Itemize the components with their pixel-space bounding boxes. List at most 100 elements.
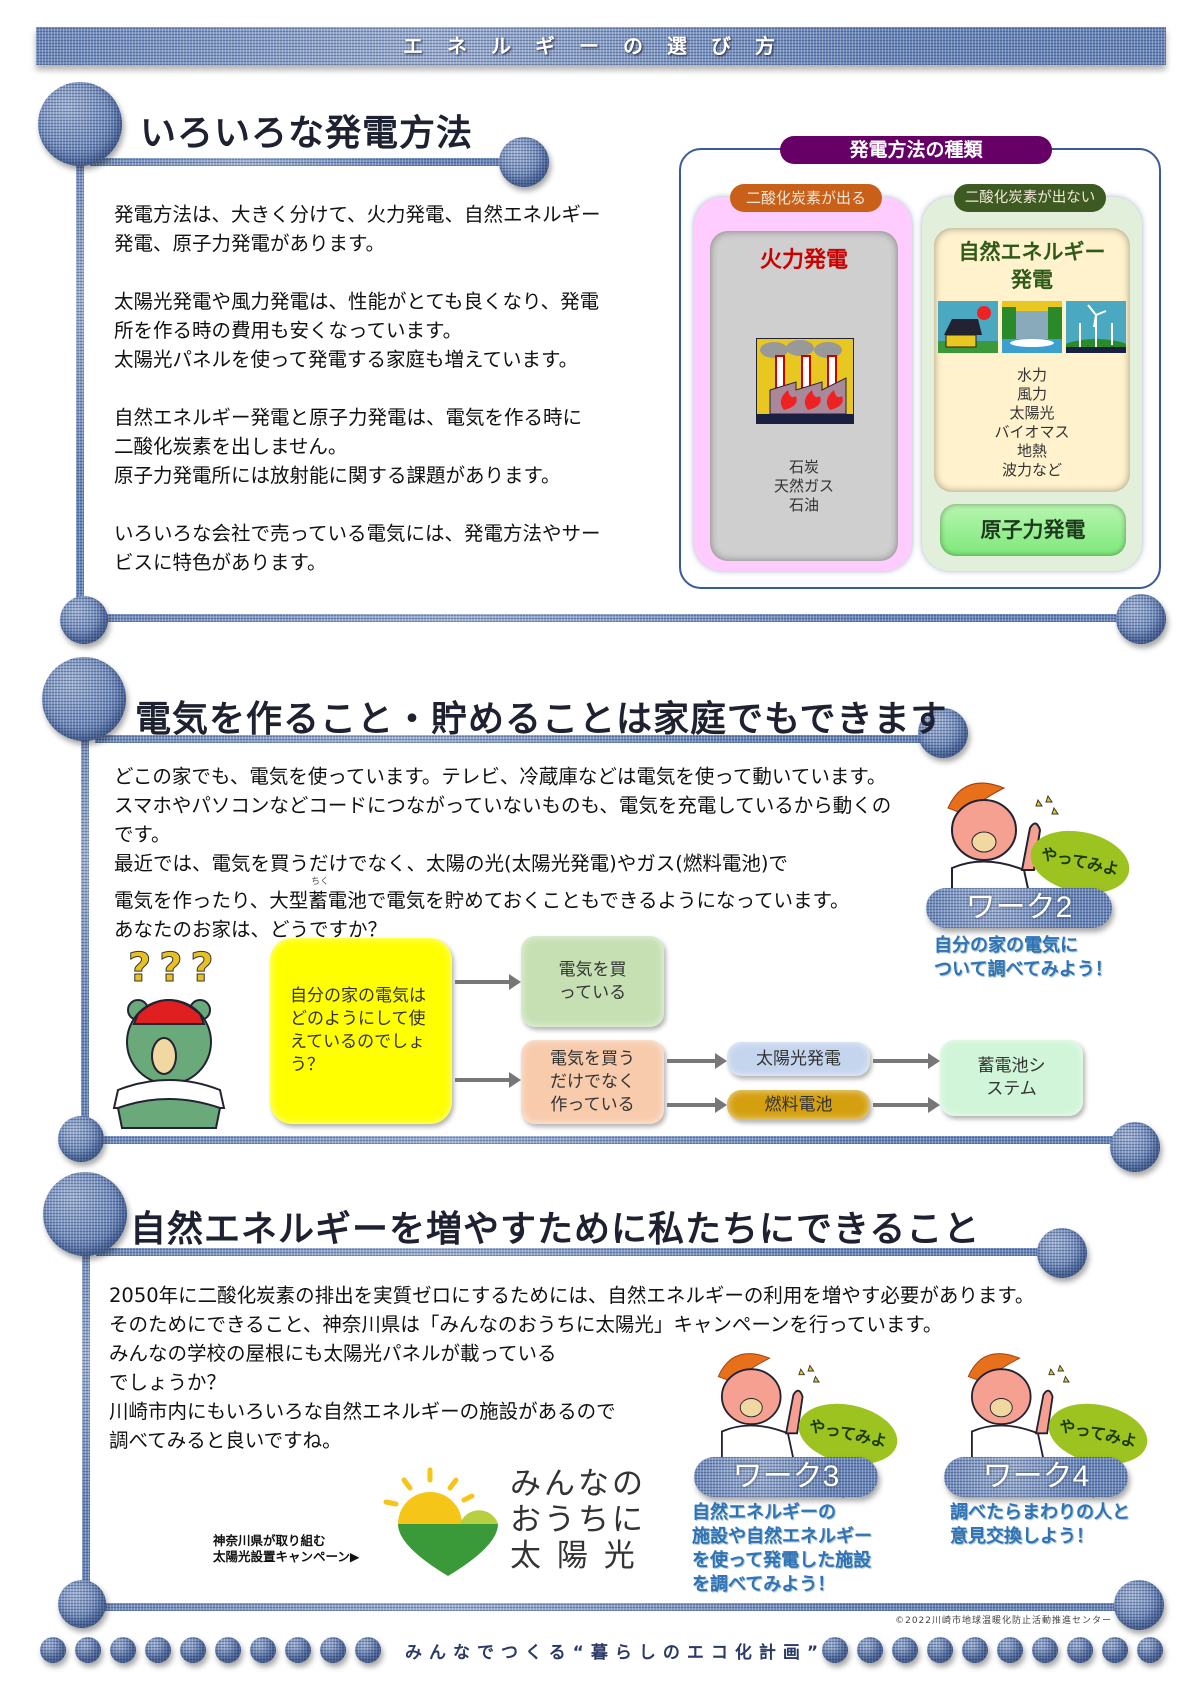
- flow-question-text: 自分の家の電気はどのようにして使えているのでしょう？: [290, 986, 426, 1075]
- section2-ball-icon: [42, 657, 126, 741]
- section1-ball-icon: [38, 82, 122, 166]
- section3-rail: [82, 1252, 90, 1604]
- renewable-title-line: 自然エネルギー: [958, 240, 1106, 264]
- arrow-icon: [667, 1097, 727, 1113]
- logo-text-line: 太 陽 光: [510, 1538, 638, 1574]
- logo-text-line: みんなの: [510, 1466, 646, 1502]
- header-title: エネルギーの選び方: [403, 34, 799, 58]
- renewable-box: [934, 228, 1130, 492]
- campaign-logo-text: みんなの おうちに 太 陽 光: [510, 1466, 646, 1574]
- power-types-title: 発電方法の種類: [780, 136, 1052, 164]
- footer-ball-icon: [145, 1637, 171, 1663]
- section1-rail: [76, 160, 84, 618]
- work2-button[interactable]: ワーク2: [926, 888, 1112, 928]
- renewable-title-line: 発電: [1011, 268, 1053, 292]
- text-line: [114, 490, 601, 519]
- question-marks: ???: [128, 945, 222, 991]
- section3-ball-icon: [43, 1172, 127, 1256]
- flow-buy-text: 電気を買っている: [558, 959, 627, 1003]
- work2-text: 自分の家の電気に ついて調べてみよう！: [934, 934, 1113, 982]
- section3-title-bar: [96, 1248, 1066, 1256]
- text-line: あなたのお家は、どうですか？: [114, 918, 388, 941]
- section3-body: 2050年に二酸化炭素の排出を実質ゼロにするためには、自然エネルギーの利用を増や…: [109, 1281, 1034, 1455]
- work3-text-line: を調べてみよう！: [692, 1574, 836, 1595]
- thinking-bear-illustration: [112, 999, 226, 1129]
- section1-title-bar: [90, 158, 530, 166]
- section2-body: どこの家でも、電気を使っています。テレビ、冷蔵庫などは電気を使って動いています。…: [114, 762, 891, 944]
- footer-ball-icon: [40, 1637, 66, 1663]
- footer-ball-icon: [180, 1637, 206, 1663]
- text-line: です。: [114, 823, 171, 846]
- text-line: 自然エネルギー発電と原子力発電は、電気を作る時に: [114, 406, 583, 429]
- flow-buy-box: 電気を買っている: [521, 936, 664, 1027]
- section2-bottom-ball-left-icon: [58, 1116, 104, 1162]
- text-line: どこの家でも、電気を使っています。テレビ、冷蔵庫などは電気を使って動いています。: [114, 765, 887, 788]
- logo-text-line: おうちに: [510, 1502, 646, 1538]
- text-line: 石油: [788, 496, 819, 514]
- text-line: 発電方法は、大きく分けて、火力発電、自然エネルギー: [114, 203, 601, 226]
- text-line: ビスに特色があります。: [114, 551, 327, 574]
- work2-text-line: ついて調べてみよう！: [934, 959, 1113, 980]
- section2-rail: [81, 738, 89, 1138]
- section1-bottom-ball-right-icon: [1116, 594, 1166, 644]
- text-line: [114, 258, 601, 287]
- thermal-title: 火力発電: [759, 248, 848, 273]
- footer-ball-icon: [110, 1637, 136, 1663]
- flow-solar-box: 太陽光発電: [727, 1042, 870, 1076]
- section2-ball-small-icon: [918, 708, 968, 758]
- footer-balls-left: [40, 1637, 381, 1663]
- section1-bottom-bar: [84, 614, 1140, 622]
- flow-make-box: 電気を買うだけでなく作っている: [521, 1040, 664, 1124]
- emits-co2-label: 二酸化炭素が出る: [730, 184, 882, 212]
- work2-text-line: 自分の家の電気に: [934, 935, 1078, 956]
- text-line: 風力: [1016, 385, 1047, 403]
- footer-ball-icon: [997, 1637, 1023, 1663]
- section3-bottom-ball-right-icon: [1114, 1580, 1164, 1630]
- text-line: みんなの学校の屋根にも太陽光パネルが載っている: [109, 1342, 557, 1365]
- wind-turbine-icon: [1066, 301, 1126, 353]
- text-line: 電気を作ったり、大型蓄電池で電気を貯めておくこともできるようになっています。: [114, 889, 850, 912]
- section2-title-bar: [95, 735, 945, 743]
- work3-text-line: 自然エネルギーの: [692, 1502, 836, 1523]
- campaign-heart-sun-logo[interactable]: [380, 1466, 502, 1578]
- work3-text-line: 施設や自然エネルギー: [692, 1526, 872, 1547]
- text-line: 水力: [1016, 366, 1047, 384]
- campaign-caption: 神奈川県が取り組む 太陽光設置キャンペーン▶: [213, 1533, 360, 1565]
- footer-slogan: みんなでつくる“暮らしのエコ化計画”: [405, 1643, 826, 1663]
- text-line: 天然ガス: [773, 477, 834, 495]
- flow-make-text: 電気を買うだけでなく作っている: [550, 1048, 635, 1115]
- text-line: 波力など: [1001, 461, 1062, 479]
- flow-question-box: 自分の家の電気はどのようにして使えているのでしょう？: [270, 938, 452, 1124]
- campaign-caption-line: 太陽光設置キャンペーン▶: [213, 1549, 360, 1564]
- ruby-reading: ちく: [311, 877, 330, 887]
- work3-button[interactable]: ワーク3: [694, 1457, 878, 1497]
- footer-ball-icon: [250, 1637, 276, 1663]
- section3-bottom-bar: [86, 1603, 1136, 1611]
- footer-ball-icon: [75, 1637, 101, 1663]
- girl-bear-illustration: [717, 1353, 820, 1459]
- work4-text-line: 意見交換しよう！: [950, 1526, 1094, 1547]
- flow-battery-box: 蓄電池システム: [940, 1040, 1083, 1116]
- arrow-icon: [667, 1053, 727, 1069]
- work3-text-line: を使って発電した施設: [692, 1550, 872, 1571]
- text-line: 発電、原子力発電があります。: [114, 232, 386, 255]
- text-line: そのためにできること、神奈川県は「みんなのおうちに太陽光」キャンペーンを行ってい…: [109, 1313, 943, 1336]
- text-line: 調べてみると良いですね。: [109, 1429, 342, 1452]
- text-line: [114, 374, 601, 403]
- text-line: 太陽光パネルを使って発電する家庭も増えています。: [114, 348, 579, 371]
- campaign-caption-line: 神奈川県が取り組む: [213, 1533, 326, 1548]
- footer-ball-icon: [892, 1637, 918, 1663]
- footer-ball-icon: [857, 1637, 883, 1663]
- text-line: 川崎市内にもいろいろな自然エネルギーの施設があるので: [109, 1400, 616, 1423]
- section1-bottom-ball-left-icon: [60, 596, 108, 644]
- solar-panel-icon: [938, 301, 998, 353]
- work4-text-line: 調べたらまわりの人と: [950, 1502, 1130, 1523]
- text-line: 太陽光: [1009, 404, 1055, 422]
- text-line: スマホやパソコンなどコードにつながっていないものも、電気を充電しているから動くの: [114, 794, 892, 817]
- footer-ball-icon: [215, 1637, 241, 1663]
- arrow-icon: [873, 1053, 940, 1069]
- work4-text: 調べたらまわりの人と 意見交換しよう！: [950, 1501, 1130, 1549]
- footer-ball-icon: [1137, 1637, 1163, 1663]
- work4-button[interactable]: ワーク4: [944, 1457, 1128, 1497]
- flow-fuelcell-box: 燃料電池: [727, 1090, 870, 1120]
